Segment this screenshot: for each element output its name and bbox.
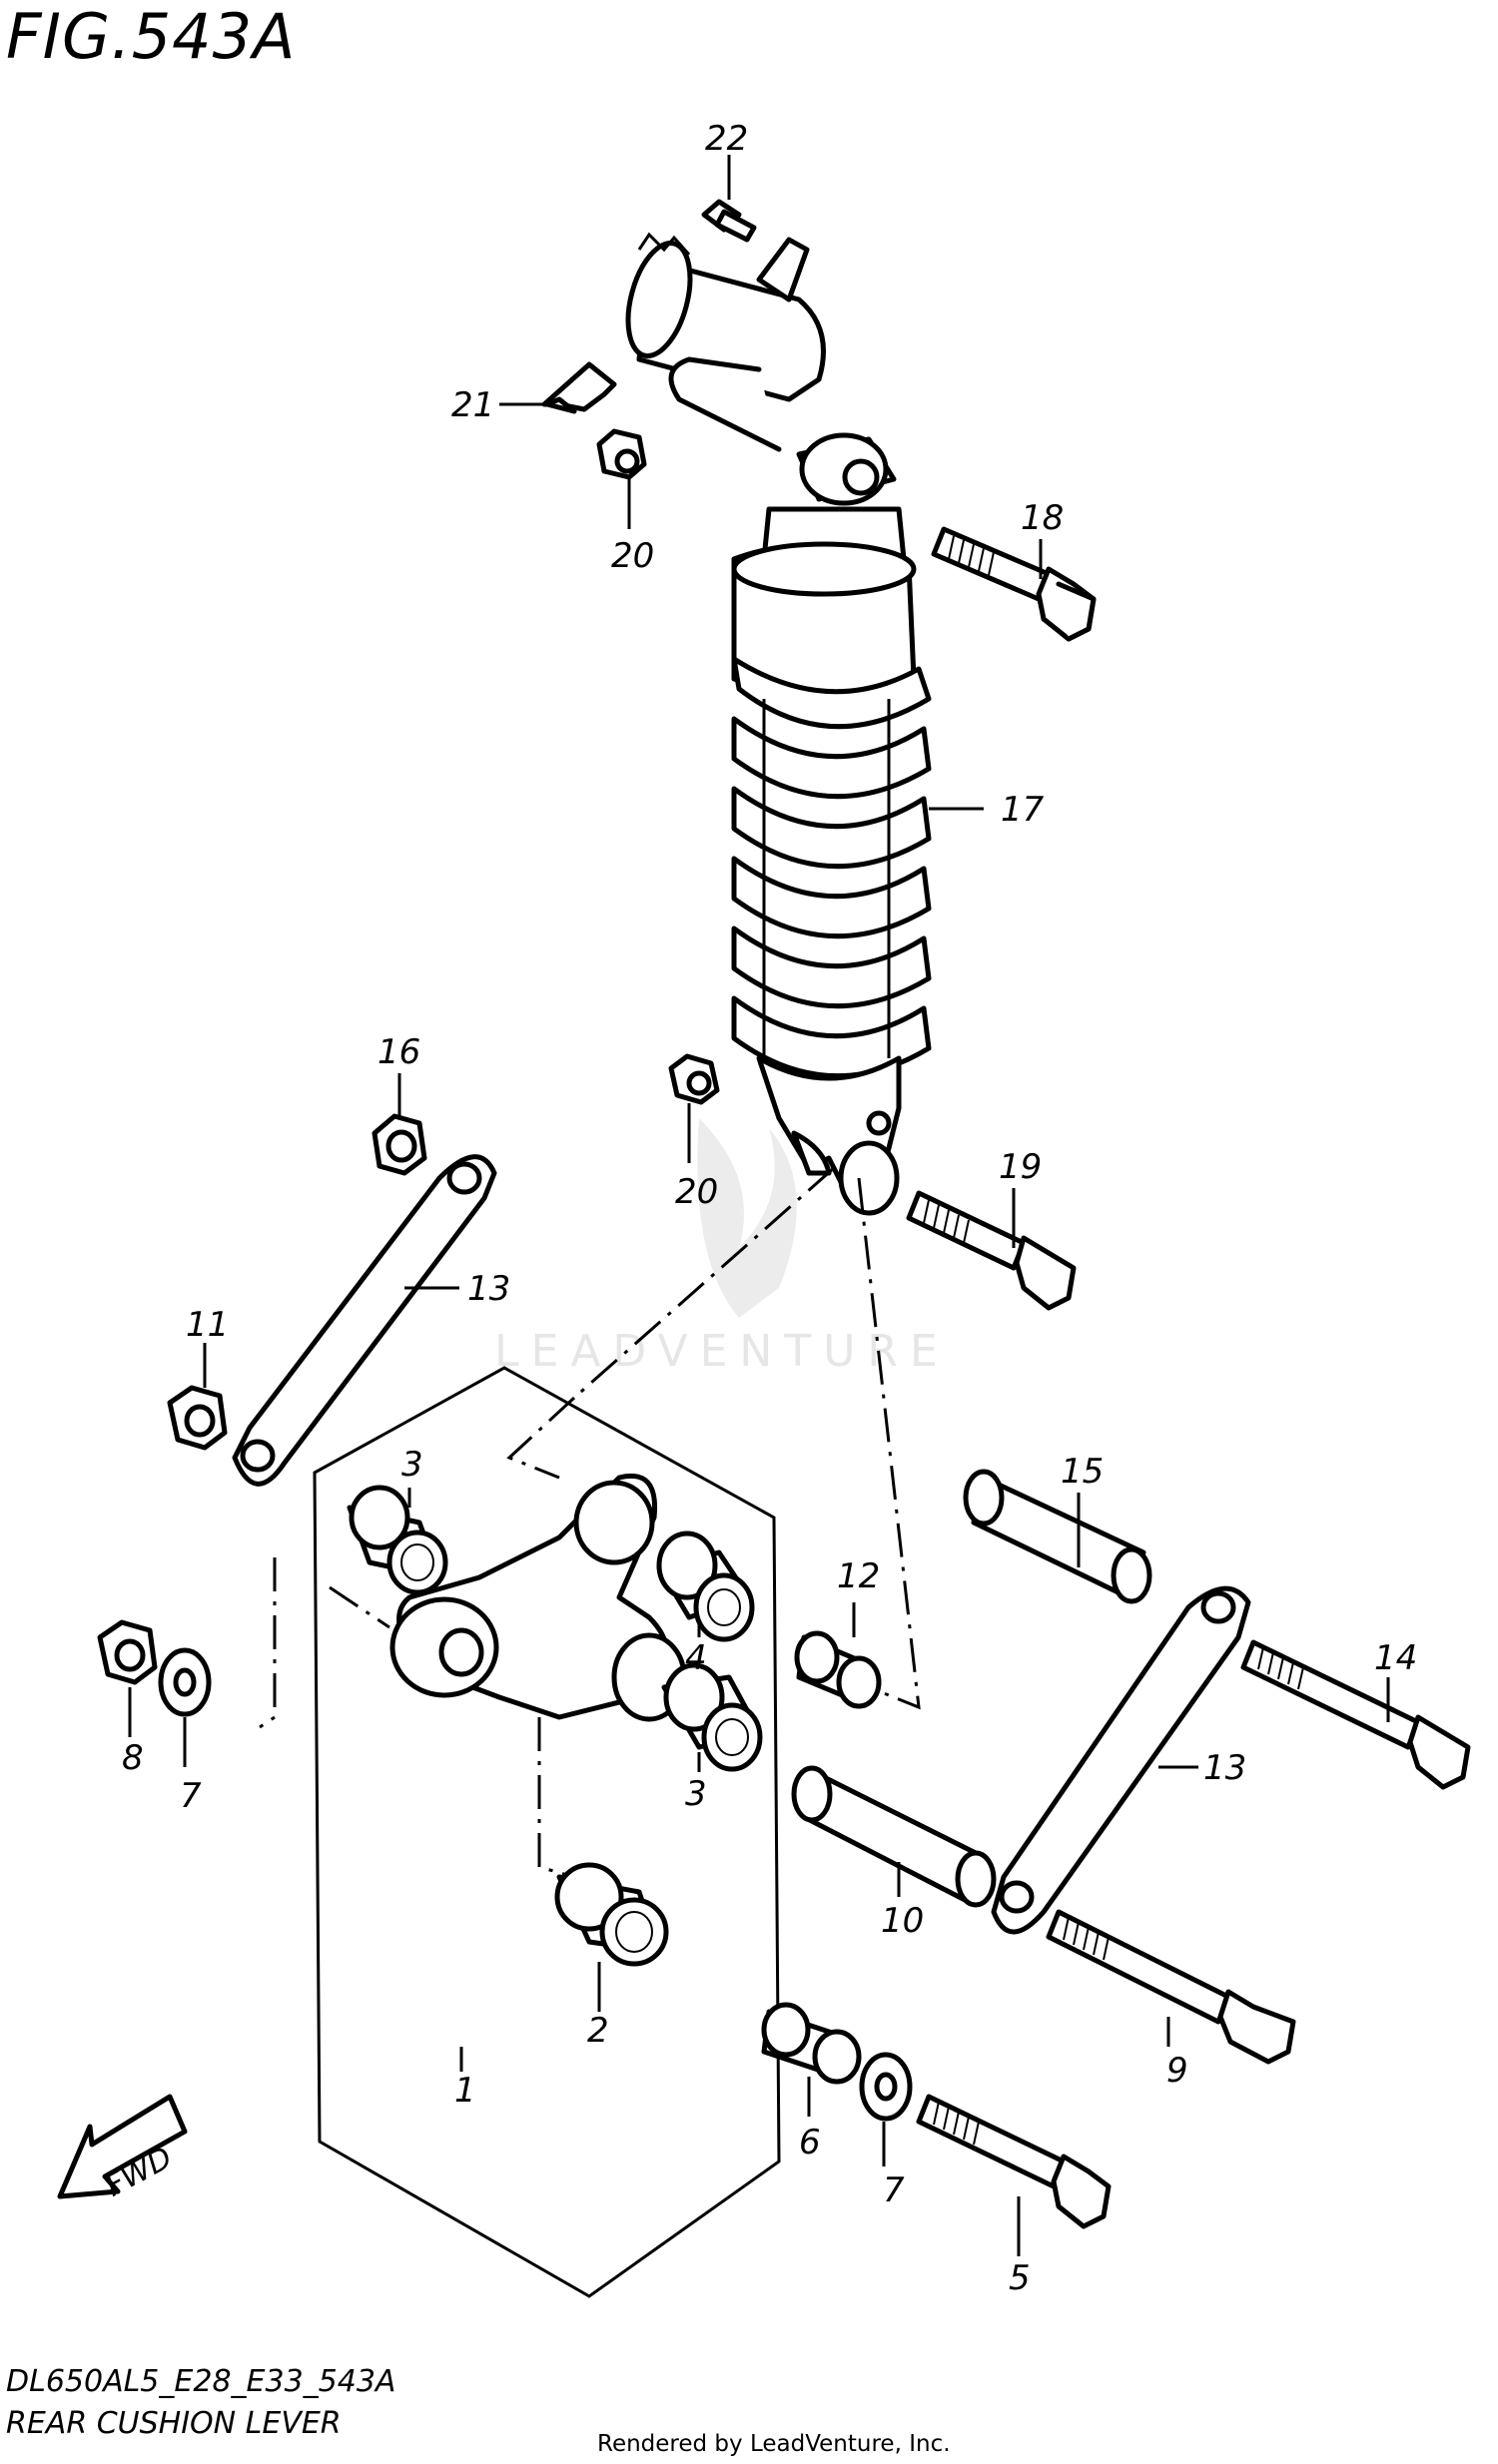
spacer-15 [963, 1469, 1152, 1604]
leader-lines [128, 155, 1390, 2256]
bolt-5 [916, 2094, 1112, 2229]
callout-20-lower: 20 [675, 1172, 718, 1212]
bearing-3-bottom [661, 1662, 763, 1772]
assembly-outline [313, 1366, 781, 2298]
diagram-subtitle: REAR CUSHION LEVER [6, 2406, 342, 2441]
nut-20-lower [668, 1053, 720, 1105]
bolt-18 [931, 526, 1097, 642]
callout-4: 4 [685, 1638, 707, 1678]
nut-16 [372, 1113, 427, 1176]
bolt-14 [1240, 1639, 1471, 1790]
bushing-12 [794, 1630, 882, 1709]
callout-20-upper: 20 [611, 536, 654, 576]
callout-13-left: 13 [467, 1269, 510, 1309]
callout-1: 1 [454, 2071, 476, 2111]
nut-11 [167, 1385, 228, 1451]
callout-10: 10 [881, 1901, 924, 1941]
callout-18: 18 [1021, 498, 1064, 538]
nut-20-upper [596, 428, 647, 480]
callout-7-left: 7 [180, 1776, 202, 1816]
shock-absorber [625, 232, 932, 1216]
callout-14: 14 [1374, 1638, 1417, 1678]
cushion-lever [389, 1474, 687, 1722]
callout-5: 5 [1009, 2258, 1031, 2298]
callout-19: 19 [999, 1147, 1042, 1187]
callout-21: 21 [451, 385, 494, 425]
callout-2: 2 [587, 2011, 609, 2051]
spacer-10 [791, 1765, 997, 1908]
model-code: DL650AL5_E28_E33_543A [6, 2364, 396, 2399]
callout-8: 8 [122, 1738, 144, 1778]
washer-7-right [859, 2052, 913, 2122]
callout-9: 9 [1166, 2051, 1188, 2091]
rendered-by: Rendered by LeadVenture, Inc. [597, 2431, 951, 2457]
bearing-2 [554, 1862, 669, 1967]
callout-7-right: 7 [883, 2170, 905, 2210]
callout-3-bottom: 3 [685, 1774, 707, 1814]
callout-11: 11 [186, 1305, 229, 1345]
nut-8 [97, 1619, 158, 1685]
bearing-3-top [347, 1485, 448, 1595]
figure-title: FIG.543A [6, 0, 297, 73]
bolt-19 [906, 1190, 1077, 1311]
bolt-22 [701, 199, 757, 243]
callout-15: 15 [1061, 1452, 1104, 1492]
callout-16: 16 [377, 1032, 420, 1072]
bolt-9 [1046, 1909, 1296, 2065]
rod-13-right [991, 1585, 1251, 1935]
washer-7-left [158, 1647, 212, 1717]
callout-13-right: 13 [1203, 1748, 1246, 1788]
watermark-logo [697, 1118, 797, 1318]
rod-13-left [232, 1154, 497, 1487]
callout-17: 17 [1001, 790, 1045, 830]
watermark: LEADVENTURE [494, 1326, 950, 1377]
fwd-arrow-icon: FWD [57, 2094, 188, 2204]
callout-6: 6 [799, 2123, 821, 2162]
bearing-4 [656, 1531, 755, 1642]
callout-22: 22 [705, 119, 748, 159]
callout-12: 12 [837, 1556, 880, 1596]
callout-3-top: 3 [401, 1445, 423, 1485]
bushing-6 [761, 2002, 862, 2085]
clamp-21 [541, 361, 617, 414]
